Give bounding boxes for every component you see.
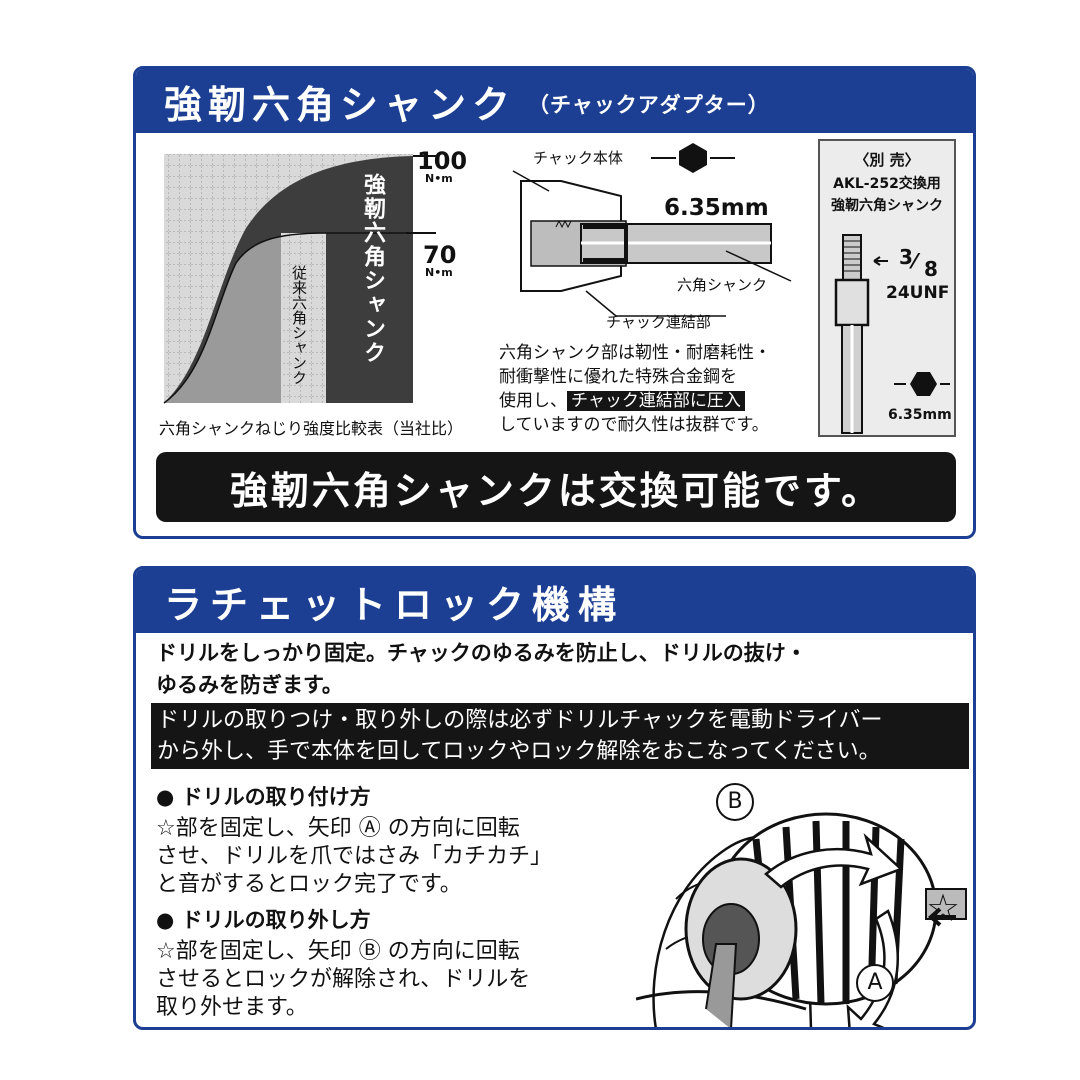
lead-line-1: ドリルをしっかり固定。チャックのゆるみを防止し、ドリルの抜け・ (156, 641, 807, 665)
thread-spec: 24UNF (886, 283, 950, 303)
ratchet-lead: ドリルをしっかり固定。チャックのゆるみを防止し、ドリルの抜け・ ゆるみを防ぎます… (156, 637, 961, 701)
desc-highlight: チャック連結部に圧入 (567, 391, 745, 411)
separate-part-box: 〈別 売〉 AKL-252交換用 強靭六角シャンク 3 ⁄ 8 24UNF 6.… (818, 139, 956, 437)
attach-line-1: ☆部を固定し、矢印 Ⓐ の方向に回転 (156, 816, 520, 841)
label-a-icon: A (856, 964, 894, 1002)
torque-graph (163, 154, 436, 404)
ratchet-title: ラチェットロック機構 (164, 582, 625, 627)
attach-instructions: ● ドリルの取り付け方 ☆部を固定し、矢印 Ⓐ の方向に回転 させ、ドリルを爪で… (156, 781, 626, 899)
strong-shank-label: 強靭六角シャンク (360, 173, 385, 365)
detach-heading: ● ドリルの取り外し方 (156, 908, 371, 932)
chuck-body-label: チャック本体 (533, 149, 623, 167)
shank-subtitle: （チャックアダプター） (528, 93, 770, 117)
shank-panel-header: 強靭六角シャンク （チャックアダプター） (136, 69, 973, 133)
arrow-b-icon (764, 833, 904, 889)
attach-line-2: させ、ドリルを爪ではさみ「カチカチ」 (156, 844, 553, 869)
warning-line-2: から外し、手で本体を回してロックやロック解除をおこなってください。 (157, 739, 881, 764)
hex-size-label: 6.35mm (664, 195, 769, 221)
ratchet-panel: ラチェットロック機構 ドリルをしっかり固定。チャックのゆるみを防止し、ドリルの抜… (133, 566, 976, 1030)
desc-line-1: 六角シャンク部は靭性・耐磨耗性・ (499, 343, 771, 363)
separate-tag: 〈別 売〉 (854, 151, 920, 169)
graph-value-70: 70 (423, 241, 457, 269)
detach-instructions: ● ドリルの取り外し方 ☆部を固定し、矢印 Ⓑ の方向に回転 させるとロックが解… (156, 904, 626, 1022)
warning-line-1: ドリルの取りつけ・取り外しの際は必ずドリルチャックを電動ドライバー (157, 708, 883, 733)
star-pointer-icon (927, 907, 956, 927)
old-shank-label: 従来六角シャンク (290, 265, 308, 385)
shank-title: 強靭六角シャンク (164, 82, 517, 127)
chuck-diagram (512, 143, 792, 317)
spare-hex-icon (894, 372, 950, 396)
hex-shank-label: 六角シャンク (677, 276, 768, 294)
attach-line-3: と音がするとロック完了です。 (156, 872, 462, 897)
spare-shank-drawing (834, 234, 870, 434)
graph-caption: 六角シャンクねじり強度比較表（当社比） (159, 419, 464, 438)
desc-line-2: 耐衝撃性に優れた特殊合金鋼を (499, 367, 737, 387)
ratchet-illustration (636, 812, 967, 1027)
shank-panel: 強靭六角シャンク （チャックアダプター） 100 N•m 70 N•m 強靭六角… (133, 66, 976, 539)
drill-bit-shape (705, 943, 738, 1027)
hex-icon (679, 143, 707, 173)
spare-hex-size: 6.35mm (888, 407, 952, 423)
warning-box: ドリルの取りつけ・取り外しの際は必ずドリルチャックを電動ドライバー から外し、手… (151, 703, 969, 769)
desc-line-4: していますので耐久性は抜群です。 (499, 415, 769, 435)
detach-line-1: ☆部を固定し、矢印 Ⓑ の方向に回転 (156, 939, 520, 964)
exchangeable-banner: 強靭六角シャンクは交換可能です。 (156, 452, 956, 522)
lead-line-2: ゆるみを防ぎます。 (156, 673, 343, 697)
thread-num: 3 (899, 245, 913, 269)
attach-heading: ● ドリルの取り付け方 (156, 785, 371, 809)
thread-den: 8 (924, 257, 938, 281)
desc-line-3: 使用し、チャック連結部に圧入 (499, 389, 809, 413)
separate-name: 強靭六角シャンク (831, 198, 943, 214)
shank-description: 六角シャンク部は靭性・耐磨耗性・ 耐衝撃性に優れた特殊合金鋼を 使用し、チャック… (499, 341, 809, 437)
graph-unit-100: N•m (425, 172, 453, 185)
star-mark-icon: ☆ (926, 886, 961, 930)
detach-line-3: 取り外せます。 (156, 995, 308, 1020)
separate-model: AKL-252交換用 (833, 176, 941, 192)
chuck-joint-label: チャック連結部 (606, 313, 711, 331)
ratchet-panel-header: ラチェットロック機構 (136, 569, 973, 633)
detach-line-2: させるとロックが解除され、ドリルを (156, 967, 531, 992)
graph-unit-70: N•m (425, 266, 453, 279)
label-b-icon: B (716, 783, 754, 821)
graph-value-100: 100 (417, 147, 468, 175)
